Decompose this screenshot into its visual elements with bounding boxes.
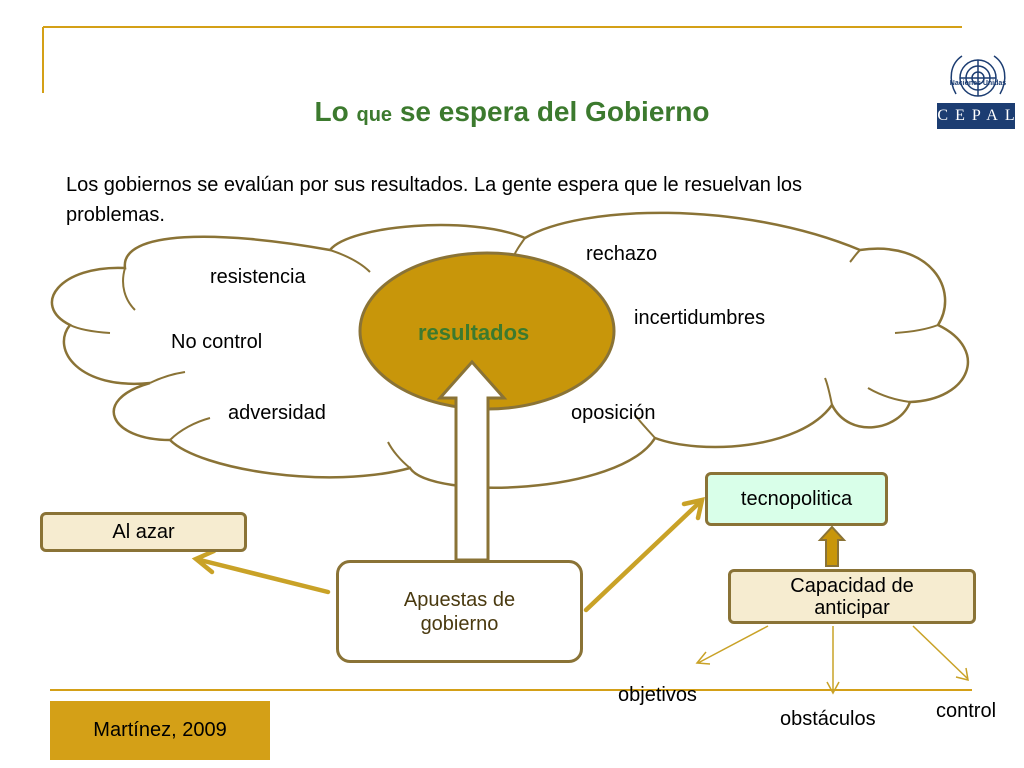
apuestas-line2: gobierno [420, 612, 499, 635]
label-control: control [936, 700, 997, 722]
cloud-creases [69, 237, 939, 469]
intro-text: Los gobiernos se evalúan por sus resulta… [66, 174, 803, 226]
hollow-up-arrow [436, 359, 508, 562]
arrow-to-tecnopolitica [583, 499, 703, 613]
label-adversidad: adversidad [228, 402, 326, 424]
arrow-to-control [912, 625, 969, 680]
capacidad-line1: Capacidad de [790, 574, 914, 597]
cepal-logo: CEPAL [937, 103, 1015, 129]
capacidad-up-arrow [817, 525, 847, 567]
arrow-to-objetivos [697, 625, 769, 664]
un-caption: Naciones Unidas [949, 80, 1007, 87]
tecnopolitica-box: tecnopolitica [705, 472, 888, 526]
label-resistencia: resistencia [210, 266, 306, 288]
label-objetivos: objetivos [618, 684, 697, 706]
arrow-to-tecnopolitica-head [681, 497, 705, 521]
apuestas-line1: Apuestas de [403, 588, 516, 611]
label-oposicion: oposición [571, 402, 656, 424]
al-azar-label: Al azar [112, 521, 175, 543]
capacidad-de-anticipar-box: Capacidad de anticipar [728, 569, 976, 624]
capacidad-line2: anticipar [814, 596, 890, 619]
label-incertidumbres: incertidumbres [634, 307, 766, 329]
tecnopolitica-label: tecnopolitica [740, 488, 853, 510]
outcome-arrows [695, 625, 969, 695]
title-part3: se espera del Gobierno [399, 96, 710, 127]
gold-arrows [191, 497, 705, 613]
arrow-to-al-azar [197, 557, 331, 595]
label-resultados: resultados [418, 320, 530, 345]
label-obstaculos: obstáculos [780, 708, 876, 730]
citation-box: Martínez, 2009 [50, 701, 270, 760]
title-part2: que [356, 104, 393, 126]
apuestas-de-gobierno-box: Apuestas de gobierno [336, 560, 583, 663]
label-no-control: No control [171, 331, 263, 353]
arrow-to-al-azar-head [191, 548, 217, 575]
un-emblem-icon [950, 55, 1006, 97]
title-part1: Lo [314, 96, 349, 127]
label-rechazo: rechazo [586, 243, 658, 265]
slide-title: Lo que se espera del Gobierno [0, 96, 1024, 128]
citation-text: Martínez, 2009 [93, 719, 227, 741]
al-azar-box: Al azar [40, 512, 247, 552]
